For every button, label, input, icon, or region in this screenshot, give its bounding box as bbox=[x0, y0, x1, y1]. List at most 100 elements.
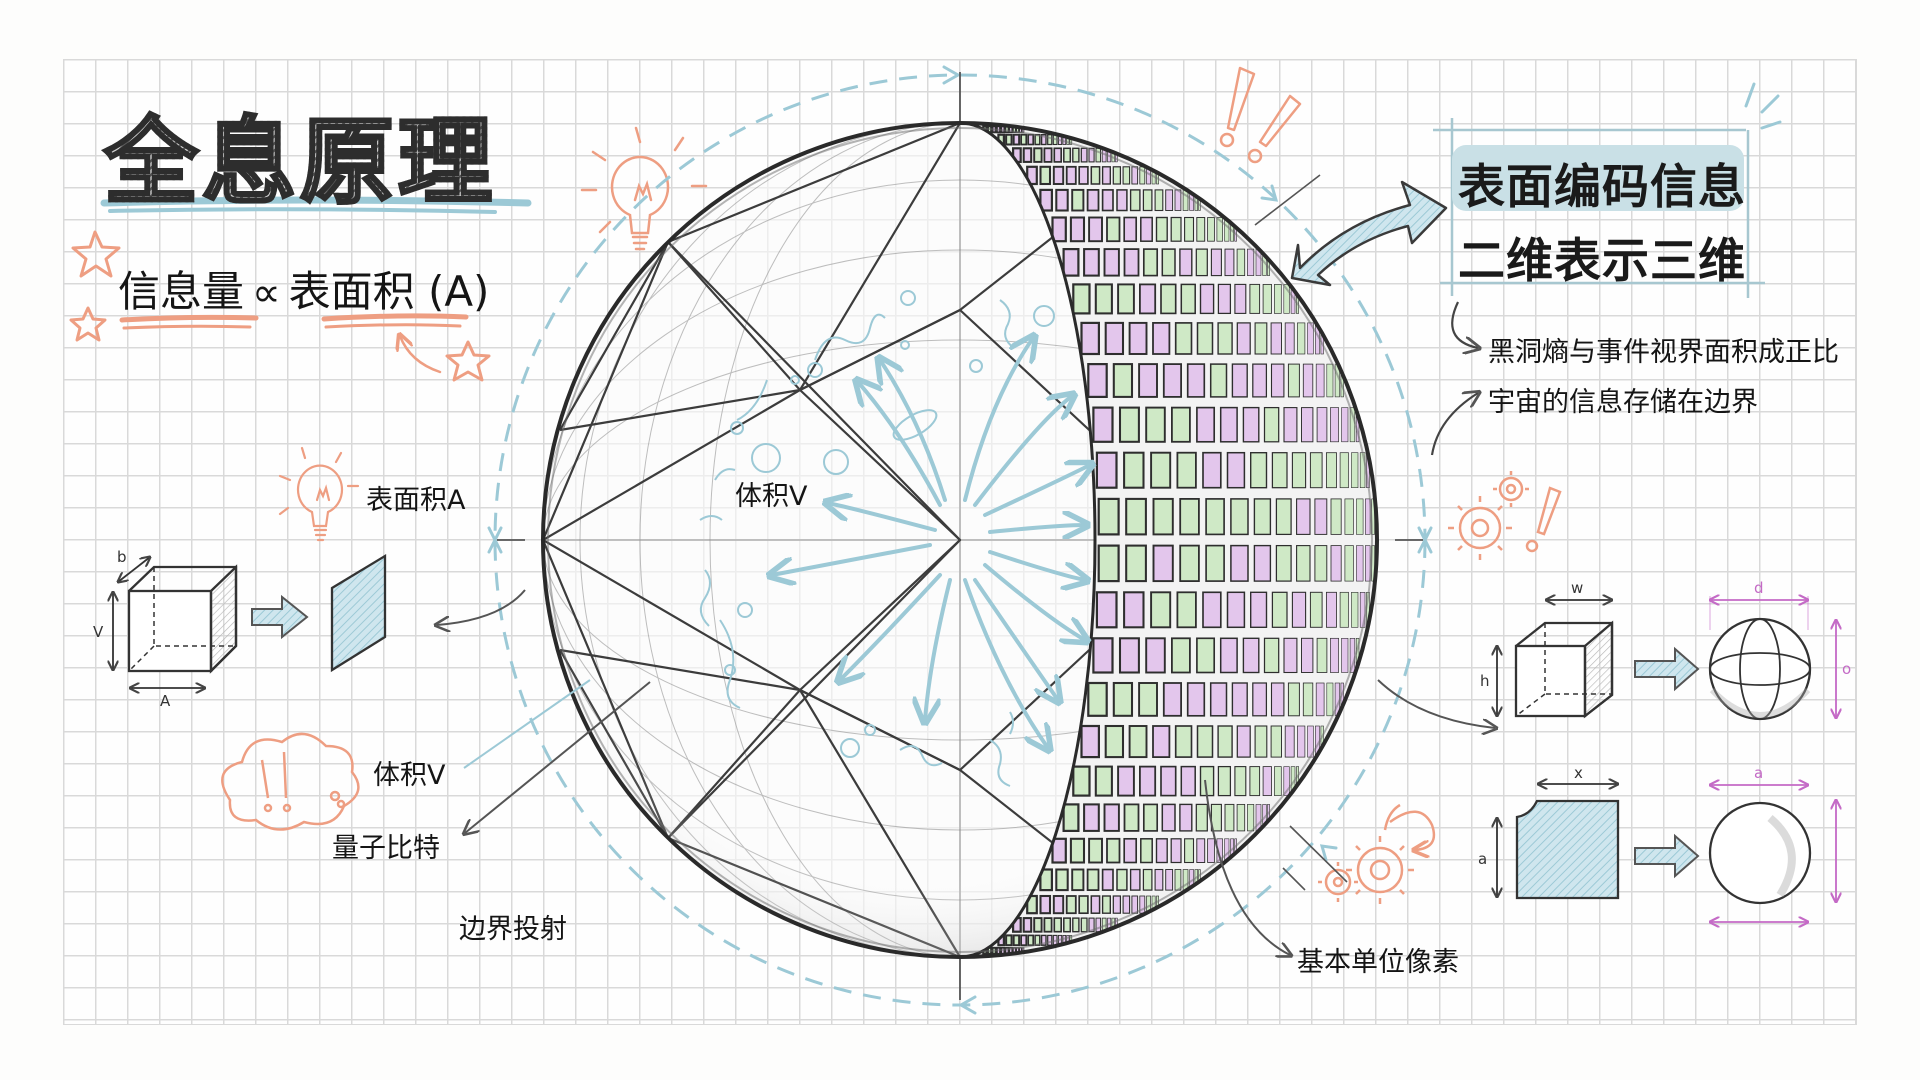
label-arrows bbox=[437, 589, 1495, 955]
pixel-cell bbox=[1123, 837, 1138, 864]
pixel-cell bbox=[1270, 682, 1285, 717]
pixel-cell bbox=[1330, 498, 1342, 535]
pixel-cell bbox=[1196, 322, 1214, 355]
pixel-cell bbox=[1339, 452, 1349, 489]
pixel-cell bbox=[1252, 363, 1268, 398]
pixel-cell bbox=[1112, 895, 1122, 914]
pixel-cell bbox=[1139, 765, 1157, 797]
pixel-cell bbox=[1194, 189, 1199, 211]
pixel-cell bbox=[1341, 637, 1349, 673]
pixel-cell bbox=[1186, 682, 1206, 717]
pixel-cell bbox=[1341, 407, 1349, 443]
pixel-cell bbox=[1202, 591, 1222, 629]
pixel-cell bbox=[1072, 917, 1080, 933]
pixel-cell bbox=[1062, 803, 1080, 833]
pixel-cell bbox=[1005, 133, 1013, 146]
pixel-cell bbox=[1116, 189, 1128, 212]
label-volume-outer: 体积V bbox=[373, 760, 446, 791]
pixel-cell bbox=[1095, 591, 1118, 629]
pixel-cell bbox=[1055, 868, 1069, 892]
pixel-cell bbox=[1199, 283, 1215, 315]
pixel-cell bbox=[1165, 189, 1174, 211]
pixel-cell bbox=[1071, 868, 1085, 892]
dim-label-o: o bbox=[1842, 660, 1851, 678]
pixel-cell bbox=[1043, 147, 1053, 163]
pixel-cell bbox=[1309, 591, 1323, 628]
pixel-cell bbox=[1226, 591, 1246, 629]
pixel-cell bbox=[1274, 766, 1282, 796]
pixel-cell bbox=[1161, 803, 1176, 832]
pixel-cell bbox=[1262, 283, 1272, 314]
pixel-cell bbox=[1123, 216, 1138, 243]
pixel-cell bbox=[1125, 544, 1147, 583]
pixel-cell bbox=[1047, 134, 1053, 146]
pixel-cell bbox=[1087, 363, 1108, 399]
pixel-cell bbox=[1112, 166, 1122, 185]
pixel-cell bbox=[1078, 165, 1089, 185]
pixel-cell bbox=[1250, 591, 1268, 628]
pixel-cell bbox=[1196, 838, 1206, 863]
pixel-cell bbox=[1291, 591, 1307, 628]
pixel-cell bbox=[1152, 497, 1174, 536]
pixel-cell bbox=[1236, 725, 1251, 758]
pixel-cell bbox=[1275, 498, 1292, 536]
pixel-cell bbox=[1207, 217, 1215, 242]
pixel-cell bbox=[1339, 591, 1349, 628]
pixel-cell bbox=[1088, 917, 1095, 933]
pixel-cell bbox=[1027, 133, 1035, 146]
pixel-cell bbox=[1020, 934, 1028, 947]
pixel-cell bbox=[1291, 452, 1307, 489]
pixel-cell bbox=[1040, 934, 1047, 946]
pixel-cell bbox=[1101, 189, 1114, 212]
pixel-cell bbox=[1047, 934, 1053, 946]
dim-label-h: h bbox=[1480, 672, 1490, 690]
dim-label-w: w bbox=[1571, 579, 1583, 597]
circle-arrowheads bbox=[487, 65, 1433, 1015]
pixel-cell bbox=[1297, 322, 1306, 355]
pixel-cell bbox=[1123, 803, 1140, 832]
pixel-cell bbox=[1247, 248, 1255, 276]
pixel-grid bbox=[982, 125, 1375, 955]
pixel-cell bbox=[1275, 544, 1292, 582]
pixel-cell bbox=[1344, 545, 1354, 582]
pixel-cell bbox=[1250, 452, 1268, 489]
pixel-cell bbox=[1117, 765, 1135, 797]
pixel-cell bbox=[1087, 681, 1108, 717]
dim-label-v: V bbox=[93, 623, 104, 641]
pixel-cell bbox=[1283, 637, 1298, 674]
pixel-cell bbox=[1254, 322, 1268, 355]
pixel-cell bbox=[1216, 217, 1223, 242]
pixel-cell bbox=[1219, 406, 1238, 443]
pixel-cell bbox=[1103, 803, 1120, 832]
pixel-cell bbox=[1171, 406, 1191, 443]
pixel-cell bbox=[1142, 248, 1159, 277]
pixel-cell bbox=[1224, 248, 1235, 277]
pixel-cell bbox=[1039, 894, 1052, 915]
pixel-cell bbox=[1226, 451, 1246, 489]
pixel-cell bbox=[1179, 248, 1193, 277]
note-black-hole-entropy: 黑洞熵与事件视界面积成正比 bbox=[1488, 337, 1839, 368]
dim-label-x: x bbox=[1574, 764, 1583, 782]
dim-label-d: d bbox=[1754, 579, 1764, 597]
pixel-cell bbox=[1174, 322, 1193, 355]
pixel-cell bbox=[1174, 869, 1182, 891]
pixel-cell bbox=[1271, 452, 1288, 489]
pixel-cell bbox=[1231, 682, 1248, 717]
pixel-cell bbox=[1330, 545, 1342, 582]
pixel-cell bbox=[1236, 322, 1251, 355]
pixel-cell bbox=[1263, 406, 1280, 443]
pixel-cell bbox=[1131, 895, 1139, 914]
pixel-cell bbox=[1170, 838, 1182, 864]
pixel-cell bbox=[1080, 724, 1100, 759]
pixel-cell bbox=[1195, 803, 1208, 832]
pixel-cell bbox=[1080, 321, 1100, 356]
pixel-cell bbox=[1202, 451, 1222, 489]
pixel-cell bbox=[1033, 147, 1043, 163]
pixel-cell bbox=[1094, 765, 1113, 797]
pixel-cell bbox=[1128, 725, 1148, 759]
pixel-cell bbox=[1088, 216, 1103, 243]
pixel-cell bbox=[1196, 406, 1216, 443]
pixel-cell bbox=[1262, 766, 1272, 797]
pixel-cell bbox=[1314, 498, 1328, 535]
